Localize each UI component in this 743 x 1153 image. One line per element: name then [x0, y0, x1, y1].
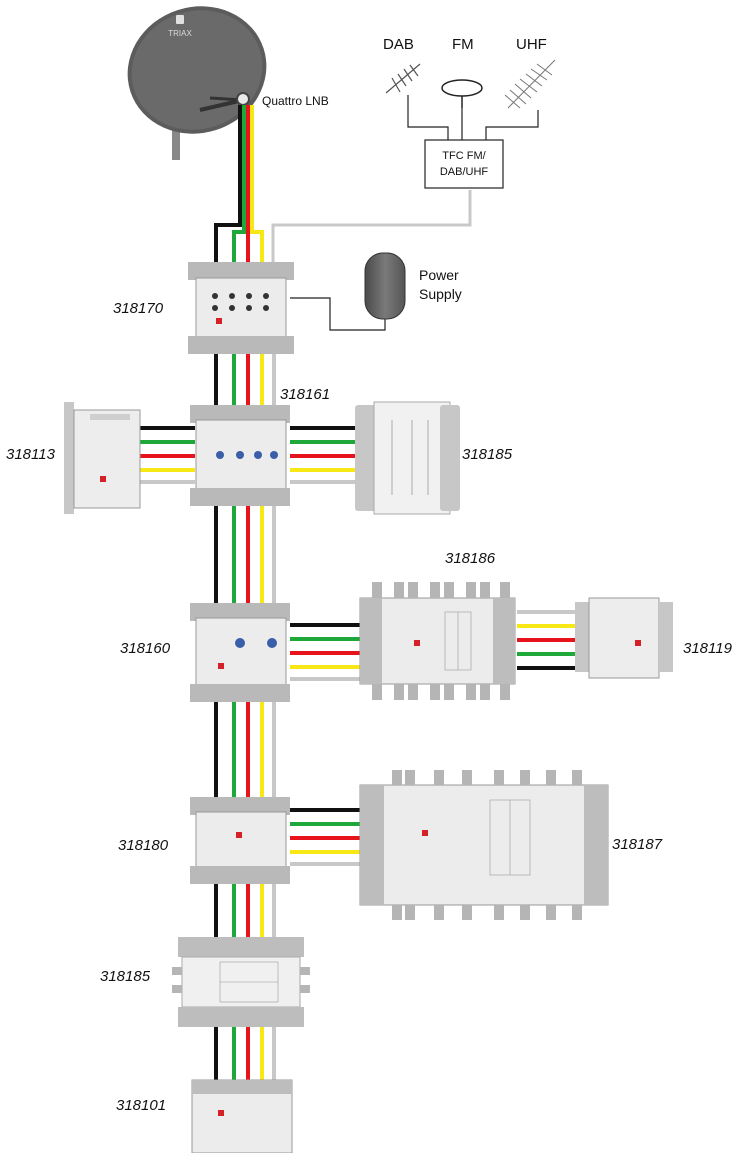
- label-318187: 318187: [612, 836, 663, 853]
- label-318119: 318119: [683, 640, 732, 657]
- tfc-label-line1: TFC FM/: [442, 150, 486, 162]
- dab-antenna-icon: [385, 63, 421, 94]
- lnb-label: Quattro LNB: [262, 94, 329, 108]
- device-318180: [190, 797, 290, 884]
- tfc-label-line2: DAB/UHF: [439, 166, 489, 178]
- power-cable: [290, 297, 386, 331]
- power-supply-line1: Power: [419, 267, 459, 283]
- label-318185-b: 318185: [100, 968, 151, 985]
- device-318170: [188, 262, 294, 354]
- label-318185-a: 318185: [462, 446, 513, 463]
- side-cables: [140, 426, 580, 866]
- device-318161: [190, 405, 290, 506]
- dish-brand: TRIAX: [168, 29, 192, 38]
- fm-label: FM: [452, 36, 474, 53]
- device-318119: [575, 597, 673, 679]
- label-318186: 318186: [445, 550, 496, 567]
- fm-antenna-icon: [441, 79, 483, 108]
- lnb-cables: [214, 105, 472, 262]
- dab-label: DAB: [383, 36, 414, 53]
- label-318113: 318113: [6, 446, 55, 463]
- label-318101: 318101: [116, 1097, 167, 1114]
- label-318161: 318161: [280, 386, 331, 403]
- label-318170: 318170: [113, 300, 164, 317]
- power-supply-line2: Supply: [419, 286, 462, 302]
- power-supply-label: Power Supply: [419, 266, 462, 304]
- antenna-cables: [407, 95, 539, 140]
- device-318160: [190, 603, 290, 702]
- label-318180: 318180: [118, 837, 169, 854]
- uhf-label: UHF: [516, 36, 547, 53]
- label-318160: 318160: [120, 640, 171, 657]
- device-318185-b: [172, 937, 310, 1027]
- device-318185-a: [355, 401, 460, 515]
- satellite-dish-icon: TRIAX: [127, 6, 267, 160]
- device-318113: [64, 402, 141, 514]
- device-318187: [359, 770, 609, 920]
- tfc-box: [424, 139, 504, 189]
- power-supply-icon: [364, 252, 406, 320]
- device-318186: [359, 582, 516, 700]
- device-318101: [191, 1079, 293, 1153]
- uhf-antenna-icon: [504, 59, 556, 109]
- tfc-label: TFC FM/ DAB/UHF: [425, 148, 503, 180]
